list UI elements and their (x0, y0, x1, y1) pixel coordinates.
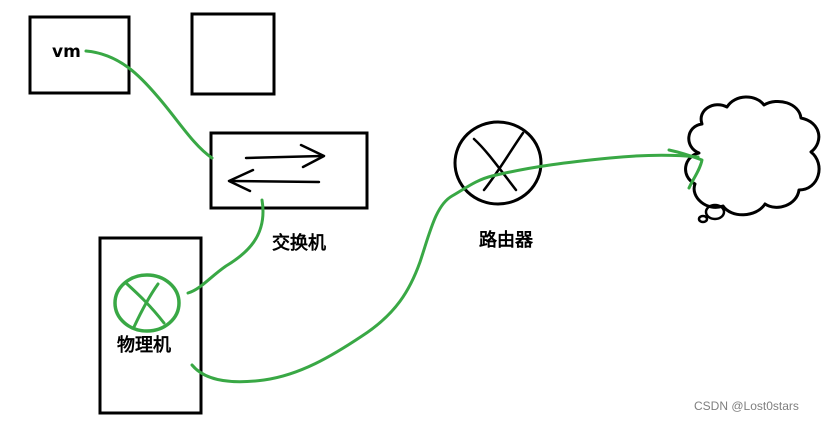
double-arrow-icon (227, 143, 326, 193)
arrow-left-head (227, 168, 255, 193)
nic-crossed-circle-icon (113, 273, 181, 333)
cloud-bubble-small (697, 214, 709, 224)
physical-machine-box (98, 236, 203, 415)
nic-cross-1 (124, 281, 166, 325)
switch-box (209, 131, 369, 210)
arrow-right-head (299, 143, 326, 169)
empty-box (190, 12, 276, 96)
cloud-icon (684, 95, 821, 224)
router-node: 路由器 (453, 120, 543, 251)
router-circle (453, 120, 543, 206)
router-cross-2 (482, 131, 525, 192)
vm-box (28, 15, 131, 95)
wire-cloud-end (667, 148, 704, 190)
switch-node: 交换机 (209, 131, 369, 254)
cloud-outline (684, 95, 821, 217)
crossed-circle-icon (453, 120, 543, 206)
arrow-right-shaft (244, 154, 324, 160)
cloud-bubble-large (704, 203, 726, 221)
physical-machine-node: 物理机 (98, 236, 203, 415)
wire-vm-to-switch (84, 49, 214, 160)
vm-label: vm (52, 42, 81, 62)
router-label: 路由器 (479, 229, 534, 251)
arrow-left-shaft (228, 179, 321, 184)
watermark: CSDN @Lost0stars (694, 399, 799, 413)
vm-node: vm (28, 15, 131, 95)
wire-switch-to-nic (186, 198, 265, 295)
nic-circle (113, 273, 181, 333)
nic-cross-2 (132, 282, 160, 329)
router-cross-1 (472, 137, 518, 192)
switch-label: 交换机 (272, 232, 326, 254)
physical-machine-label: 物理机 (117, 334, 171, 356)
wire-pc-to-router-to-cloud (190, 153, 700, 384)
